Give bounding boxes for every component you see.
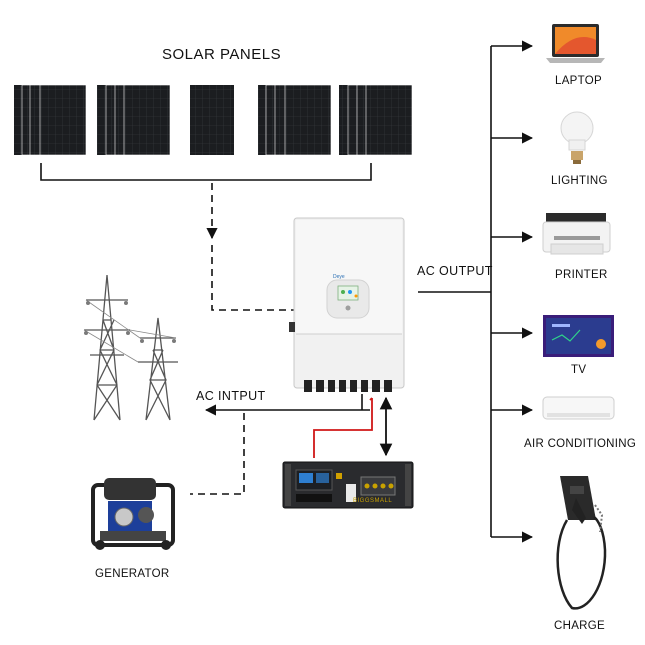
laptop-icon xyxy=(546,24,605,63)
solar-panel-group-4 xyxy=(258,84,332,156)
solar-panel-group-1 xyxy=(14,84,87,156)
solar-panel-group-5 xyxy=(339,84,413,156)
ac-input-label: AC INTPUT xyxy=(196,389,266,403)
power-pylon-icon xyxy=(83,274,178,421)
load-label-printer: PRINTER xyxy=(555,269,608,281)
load-label-lighting: LIGHTING xyxy=(551,175,608,187)
ac-output-label: AC OUTPUT xyxy=(417,264,493,278)
ev-charger-icon xyxy=(556,476,607,610)
battery-rack-icon xyxy=(282,461,414,509)
solar-panel-group-3 xyxy=(190,85,234,155)
battery-connection xyxy=(313,396,393,458)
generator-icon xyxy=(91,478,175,550)
load-label-tv: TV xyxy=(571,364,587,376)
load-label-air-conditioning: AIR CONDITIONING xyxy=(524,438,637,450)
ac-input-line xyxy=(190,394,370,495)
lightbulb-icon xyxy=(560,111,594,164)
battery-brand-label: BIGGSMALL xyxy=(353,498,393,504)
ac-output-bus xyxy=(418,40,534,543)
tv-icon xyxy=(543,315,614,357)
solar-panel-group-2 xyxy=(97,84,171,156)
printer-icon xyxy=(542,213,611,255)
inverter-icon: Deye xyxy=(289,217,405,392)
solar-connection xyxy=(40,163,372,311)
svg-text:Deye: Deye xyxy=(333,274,345,280)
air-conditioner-icon xyxy=(542,396,615,420)
solar-panel-array xyxy=(14,84,413,156)
load-label-laptop: LAPTOP xyxy=(555,75,602,87)
solar-panels-label: SOLAR PANELS xyxy=(162,46,282,63)
load-label-charge: CHARGE xyxy=(554,620,606,632)
generator-label: GENERATOR xyxy=(95,568,170,580)
